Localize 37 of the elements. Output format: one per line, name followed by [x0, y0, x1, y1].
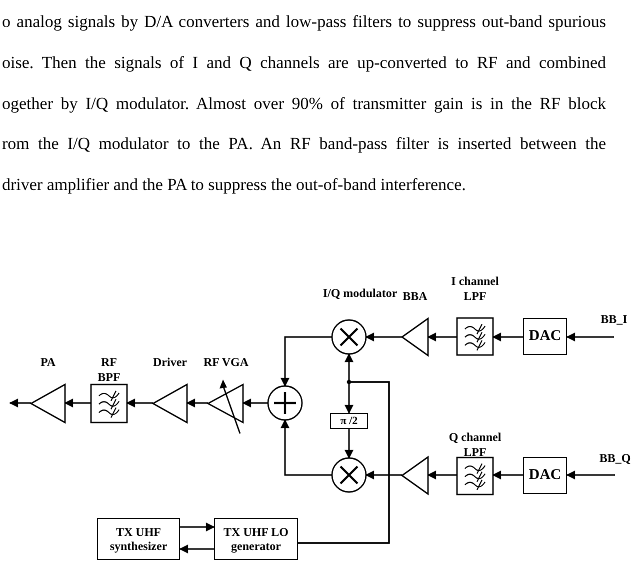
block-box: DAC	[523, 318, 567, 355]
arrow	[179, 544, 214, 554]
arrow	[566, 332, 614, 342]
arrow	[280, 419, 332, 476]
arrow	[186, 398, 208, 408]
block-label: PA	[39, 354, 57, 370]
paragraph-line: driver amplifier and the PA to suppress the out-of-band interference.	[2, 175, 466, 195]
block-label: RF BPF	[96, 354, 122, 384]
arrow	[492, 332, 523, 342]
arrow	[126, 398, 153, 408]
arrow	[242, 398, 268, 408]
block-label: Q channel LPF	[448, 430, 502, 460]
block-label: I channel LPF	[450, 274, 500, 304]
block-box: TX UHF synthesizer	[97, 518, 180, 560]
arrow	[344, 429, 354, 459]
arrow	[9, 398, 31, 408]
arrow	[566, 470, 615, 480]
block-label: Driver	[152, 354, 188, 370]
block-box: TX UHF LO generator	[214, 518, 298, 560]
paragraph-line: oise. Then the signals of I and Q channels are up-converted to RF and combined	[2, 53, 606, 73]
block-label: BBA	[402, 288, 428, 304]
signal-label: BB_Q	[598, 451, 632, 466]
signal-label: BB_I	[600, 312, 628, 327]
arrow	[427, 332, 457, 342]
arrow	[427, 470, 457, 480]
paragraph-line: ogether by I/Q modulator. Almost over 90% of transmitter gain is in the RF block	[2, 94, 606, 114]
arrow	[365, 332, 402, 342]
arrow	[180, 522, 215, 532]
paragraph-line: o analog signals by D/A converters and low-pass filters to suppress out-band spurious	[2, 12, 606, 32]
block-label: RF VGA	[202, 354, 250, 370]
block-box: DAC	[523, 457, 567, 494]
arrow	[64, 398, 91, 408]
arrow	[492, 470, 523, 480]
arrow	[365, 470, 402, 480]
arrow	[280, 336, 332, 387]
paragraph-line: rom the I/Q modulator to the PA. An RF band-pass filter is inserted between the	[2, 134, 606, 154]
block-box: π /2	[330, 413, 368, 429]
